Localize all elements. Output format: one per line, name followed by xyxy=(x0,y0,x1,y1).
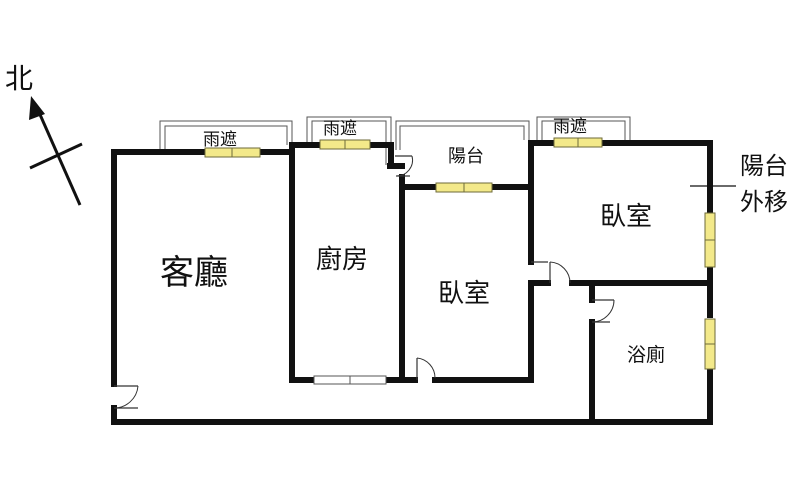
door-center-bedroom xyxy=(416,357,436,380)
right-bedroom-label: 臥室 xyxy=(600,202,652,232)
compass-north-label: 北 xyxy=(5,62,33,95)
note-line2: 外移 xyxy=(740,188,788,216)
north-arrow-icon xyxy=(29,96,83,206)
awning-left-label: 雨遮 xyxy=(203,130,237,150)
walls xyxy=(111,140,713,425)
door-entry xyxy=(113,385,139,409)
note-line1: 陽台 xyxy=(740,152,788,180)
awning-middle-label: 雨遮 xyxy=(323,119,357,139)
door-bathroom xyxy=(591,299,615,323)
windows xyxy=(204,137,716,385)
doors xyxy=(113,155,615,409)
door-right-bedroom xyxy=(531,261,571,284)
balcony-label: 陽台 xyxy=(448,146,484,167)
awning-right-label: 雨遮 xyxy=(553,117,587,137)
door-balcony xyxy=(395,155,413,177)
labels: 雨遮 雨遮 雨遮 客廳 廚房 陽台 臥室 臥室 浴廁 陽台 外移 xyxy=(160,117,788,366)
kitchen-label: 廚房 xyxy=(316,245,368,275)
awning-outlines xyxy=(159,116,631,165)
center-bedroom-label: 臥室 xyxy=(438,279,490,309)
compass: 北 xyxy=(5,62,83,206)
bathroom-label: 浴廁 xyxy=(627,343,665,366)
living-room-label: 客廳 xyxy=(160,253,228,293)
